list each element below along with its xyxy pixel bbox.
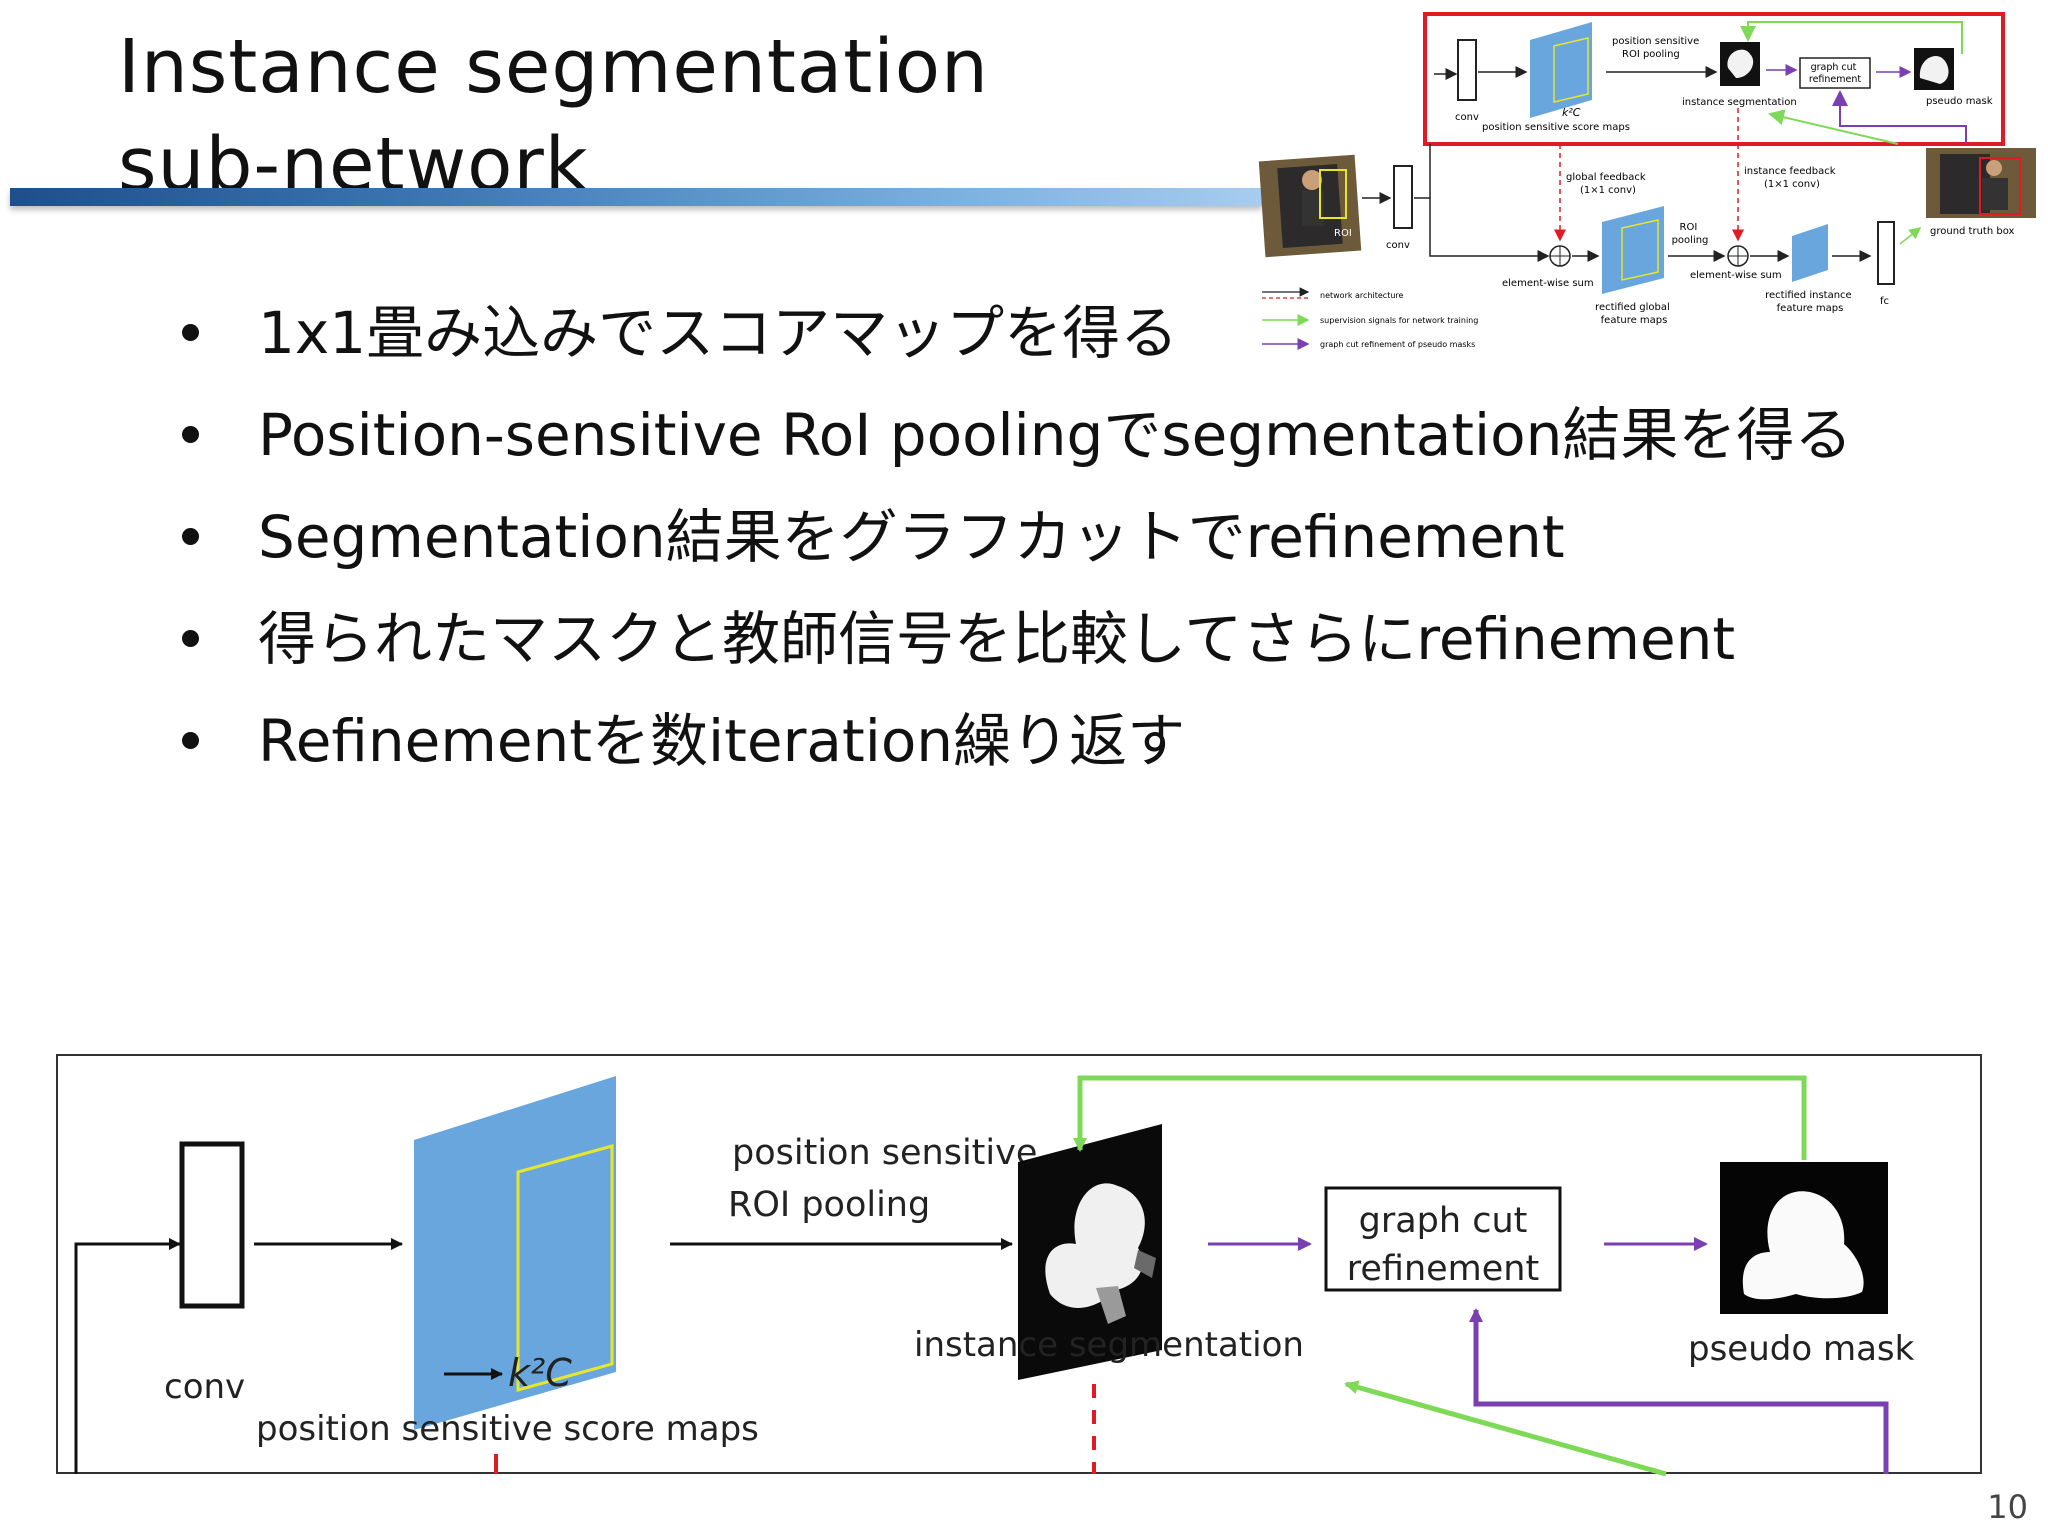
bullet-item: Position-sensitive RoI poolingでsegmentat… [170,384,1852,486]
bullet-text: Refinementを数iteration繰り返す [258,707,1186,775]
thumb-instance-feedback-line: (1×1 conv) [1764,179,1820,190]
graph-cut-line2: refinement [1347,1249,1539,1289]
slide-title: Instance segmentation sub-network [118,18,989,214]
thumb-legend-label: graph cut refinement of pseudo masks [1320,340,1475,349]
thumb-instance-feedback-line: instance feedback [1744,166,1836,177]
thumb-roi-pooling-line: ROI [1680,222,1698,233]
thumb-conv-label: conv [1455,112,1479,123]
title-line-1: Instance segmentation [118,24,989,110]
thumb-score-maps-label: position sensitive score maps [1482,122,1630,133]
bullet-dot [182,630,199,647]
conv-label: conv [164,1367,245,1407]
thumb-psroi-line: ROI pooling [1622,49,1680,60]
bullet-dot [182,324,199,341]
thumb-conv-box [1457,39,1477,101]
thumb-legend-label: supervision signals for network training [1320,316,1478,325]
bullet-list: 1x1畳み込みでスコアマップを得る Position-sensitive RoI… [170,282,1852,792]
score-map [414,1076,616,1430]
thumb-global-feedback-line: (1×1 conv) [1580,185,1636,196]
score-maps-label: position sensitive score maps [256,1409,759,1449]
page-number: 10 [1987,1488,2028,1526]
thumb-rectified-instance-line: feature maps [1777,303,1844,314]
segmentation-diagram: conv k²C position sensitive score maps p… [56,1054,1982,1476]
conv-box [179,1141,245,1309]
thumb-legend-label: network architecture [1320,291,1404,300]
thumb-conv-mid-box [1393,165,1413,229]
thumb-input-image [1258,154,1362,258]
thumb-fc-label: fc [1880,296,1889,307]
thumb-rectified-global-line: rectified global [1595,302,1670,313]
title-underline-bar [10,188,1262,206]
thumb-conv-mid-label: conv [1386,240,1410,251]
thumb-psroi-line: position sensitive [1612,36,1699,47]
input-arrow [74,1238,181,1474]
thumb-roi-pooling-line: pooling [1672,235,1709,246]
thumb-rectified-global [1602,206,1664,294]
bullet-text: Segmentation結果をグラフカットでrefinement [258,503,1565,571]
bullet-item: Segmentation結果をグラフカットでrefinement [170,486,1852,588]
highlight-box [1423,12,2005,146]
pseudo-mask-image [1720,1162,1888,1314]
thumb-sum-2-label: element-wise sum [1690,270,1782,281]
thumb-graphcut-label: graph cut refinement [1809,62,1862,85]
thumb-global-feedback-label: global feedback (1×1 conv) [1566,172,1649,196]
roi-window [516,1144,614,1392]
thumb-rectified-global-line: feature maps [1601,315,1668,326]
bullet-text: 1x1畳み込みでスコアマップを得る [258,299,1179,367]
bullet-item: 得られたマスクと教師信号を比較してさらにrefinement [170,588,1852,690]
thumb-psroi-label: position sensitive ROI pooling [1612,36,1702,60]
instance-segmentation-image [1018,1124,1162,1380]
thumb-roi-label: ROI [1334,228,1352,239]
thumb-fc-box [1877,221,1895,285]
thumb-instance-seg-label: instance segmentation [1682,97,1797,108]
bullet-dot [182,426,199,443]
k2c-label: k²C [508,1351,572,1395]
thumb-ground-truth-image [1926,148,2036,218]
network-thumbnail: k²C conv position sensitive score maps p… [1258,12,2036,350]
thumb-k2c: k²C [1562,106,1581,119]
thumb-pseudo-mask-label: pseudo mask [1926,96,1993,107]
thumb-rectified-global-label: rectified global feature maps [1595,302,1673,326]
pseudo-mask-label: pseudo mask [1688,1329,1915,1369]
thumb-rectified-instance [1792,224,1828,282]
ps-roi-pooling-line1: position sensitive [732,1133,1037,1173]
thumb-ground-truth-label: ground truth box [1930,226,2015,237]
thumb-graphcut-box [1799,57,1871,89]
graph-cut-line1: graph cut [1359,1201,1528,1241]
purple-refine-loop [1469,1308,1889,1474]
thumb-graphcut-line: graph cut [1811,62,1857,73]
bullet-item: 1x1畳み込みでスコアマップを得る [170,282,1852,384]
thumb-rectified-instance-label: rectified instance feature maps [1765,290,1855,314]
thumb-sum-1-label: element-wise sum [1502,278,1594,289]
bullet-text: 得られたマスクと教師信号を比較してさらにrefinement [258,605,1736,673]
graph-cut-box [1324,1186,1562,1292]
thumb-roi-pooling-label: ROI pooling [1672,222,1709,246]
green-supervision-arrow [1344,1380,1667,1476]
ps-roi-pooling-line2: ROI pooling [728,1185,930,1225]
thumb-score-map [1530,22,1592,118]
thumb-legend: network architecture supervision signals… [1262,287,1478,350]
green-feedback-top [1073,1075,1807,1160]
bullet-dot [182,528,199,545]
thumb-graphcut-line: refinement [1809,74,1862,85]
instance-segmentation-label: instance segmentation [914,1325,1304,1365]
thumb-instance-feedback-label: instance feedback (1×1 conv) [1744,166,1839,190]
bullet-dot [182,732,199,749]
thumb-global-feedback-line: global feedback [1566,172,1646,183]
bullet-item: Refinementを数iteration繰り返す [170,690,1852,792]
thumb-rectified-instance-line: rectified instance [1765,290,1852,301]
bullet-text: Position-sensitive RoI poolingでsegmentat… [258,401,1853,469]
